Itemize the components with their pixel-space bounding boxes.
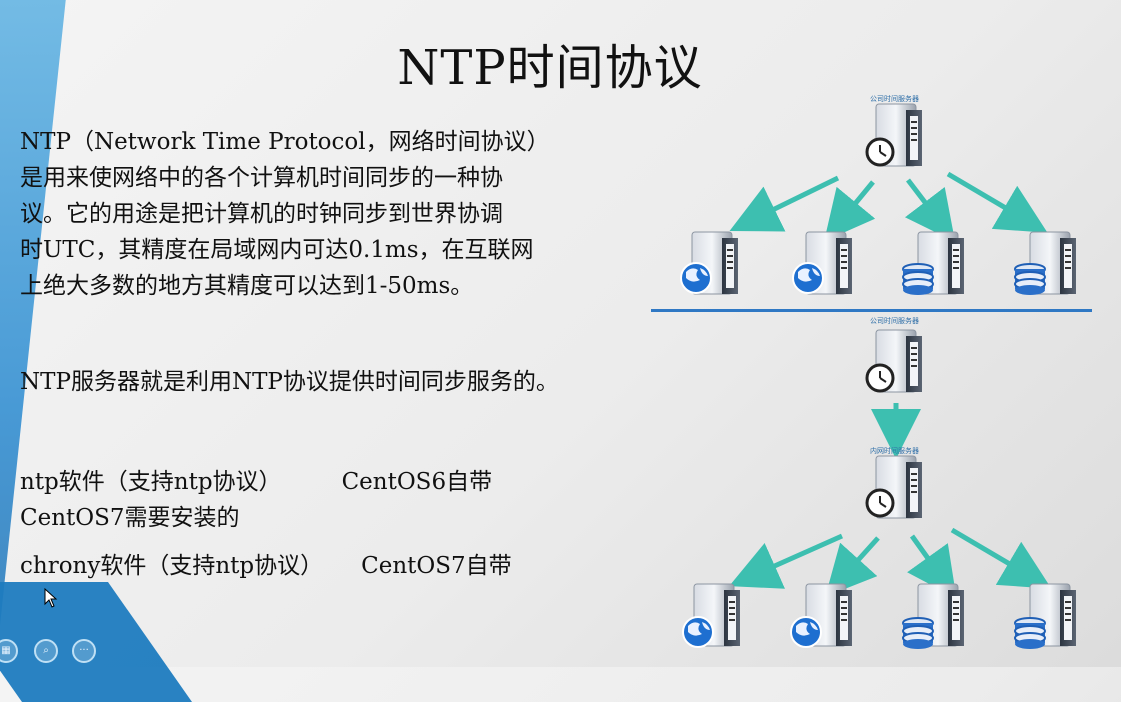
ntp-software-label: ntp软件（支持ntp协议） <box>20 469 282 495</box>
globe-icon <box>790 616 822 648</box>
grid-icon[interactable]: ▦ <box>0 639 18 663</box>
sync-arrow <box>825 536 880 597</box>
sync-arrow <box>729 533 844 589</box>
client-server <box>902 231 965 296</box>
database-icon <box>1014 617 1046 650</box>
chrony-software-centos7: CentOS7自带 <box>361 553 512 579</box>
sync-arrow <box>907 534 957 599</box>
globe-icon <box>680 262 712 294</box>
client-server <box>1014 231 1077 296</box>
client-server <box>792 231 853 295</box>
database-icon <box>902 263 934 296</box>
client-server <box>1014 583 1077 650</box>
intranet-time-server <box>865 455 923 519</box>
slide-title: NTP时间协议 <box>397 40 703 96</box>
clock-icon <box>865 363 895 393</box>
globe-icon <box>682 616 714 648</box>
ntp-description: NTP（Network Time Protocol，网络时间协议） 是用来使网络… <box>20 129 550 299</box>
sync-arrow <box>729 175 840 232</box>
clock-icon <box>865 488 895 518</box>
ntp-software-centos6: CentOS6自带 <box>341 469 493 495</box>
client-server <box>790 583 853 648</box>
ntp-software-line: ntp软件（支持ntp协议） CentOS6自带 CentOS7需要安装的 <box>20 464 492 536</box>
ntp-diagram <box>680 103 1077 650</box>
ntp-server-description: NTP服务器就是利用NTP协议提供时间同步服务的。 <box>20 369 559 395</box>
client-server <box>682 583 741 648</box>
slide: NTP时间协议 NTP（Network Time Protocol，网络时间协议… <box>0 0 1092 702</box>
globe-icon <box>792 262 824 294</box>
slideshow-toolbar: ▦ ⌕ ··· <box>0 639 120 667</box>
chrony-software-line: chrony软件（支持ntp协议） CentOS7自带 <box>20 548 512 584</box>
sync-arrow <box>824 180 876 242</box>
client-server <box>902 583 965 650</box>
clock-icon <box>865 137 895 167</box>
zoom-icon[interactable]: ⌕ <box>34 639 58 663</box>
sync-arrow <box>904 178 956 242</box>
ntp-software-centos7: CentOS7需要安装的 <box>20 505 240 531</box>
database-icon <box>1014 263 1046 296</box>
database-icon <box>902 617 934 650</box>
sync-arrow <box>950 527 1052 589</box>
server-caption: 公司时间服务器 <box>870 317 919 325</box>
more-icon[interactable]: ··· <box>72 639 96 663</box>
chrony-software-label: chrony软件（支持ntp协议） <box>20 553 324 579</box>
sync-arrow <box>946 171 1048 233</box>
server-caption: 内网时间服务器 <box>870 447 919 455</box>
server-caption: 公司时间服务器 <box>870 95 919 103</box>
client-server <box>680 231 739 295</box>
top-time-server <box>865 103 923 167</box>
mouse-cursor-icon <box>44 588 58 608</box>
divider-line <box>651 309 1092 312</box>
company-time-server <box>865 329 923 393</box>
